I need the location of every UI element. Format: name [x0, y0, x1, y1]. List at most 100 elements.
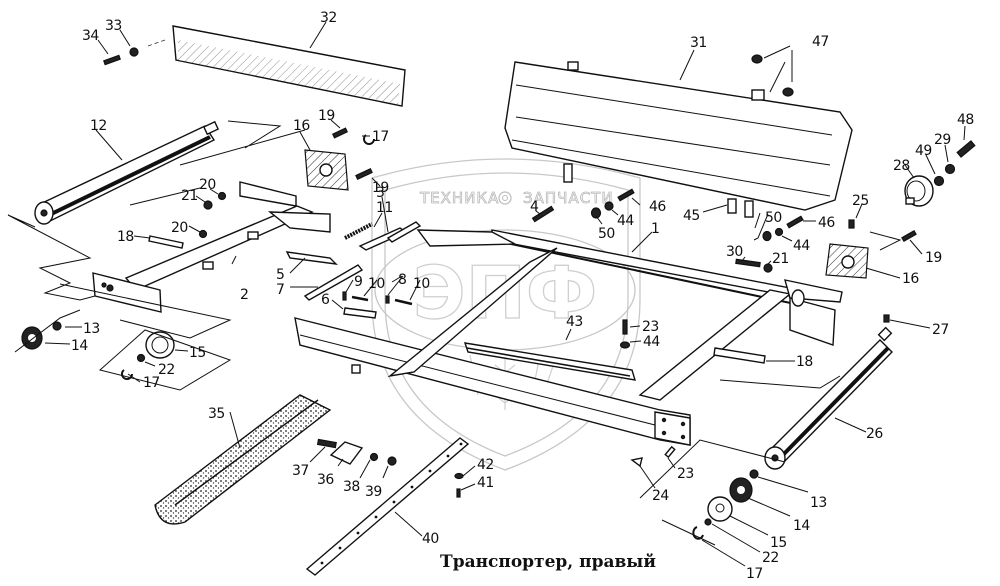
part-23-bolt: [622, 319, 628, 335]
part-18-pin: [148, 235, 184, 249]
watermark-left-text: ТЕХНИКА: [419, 189, 499, 207]
part-10-pin: [351, 295, 369, 302]
part-13-washer: [749, 469, 759, 479]
callout-14: 14: [71, 338, 88, 354]
part-14-bearing: [21, 326, 43, 350]
callout-50: 50: [598, 226, 615, 242]
part-49-washer: [933, 175, 945, 187]
diagram-title: Транспортер, правый: [440, 552, 656, 572]
callout-18: 18: [796, 354, 813, 370]
callout-45: 45: [683, 208, 700, 224]
part-24-wing-nut: [630, 457, 643, 468]
part-tensioner-bracket: [784, 279, 843, 346]
part-46-bolt: [786, 215, 804, 229]
callout-10: 10: [368, 276, 385, 292]
callout-15: 15: [770, 535, 787, 551]
part-44-nut: [774, 227, 784, 237]
callout-12: 12: [90, 118, 107, 134]
callout-40: 40: [422, 531, 439, 547]
assembly-lines: [7, 120, 902, 546]
part-21-nut: [203, 200, 213, 210]
callout-42: 42: [477, 457, 494, 473]
callout-47: 47: [812, 34, 829, 50]
part-30-bolt: [735, 258, 761, 268]
gear-icon: [498, 191, 512, 205]
part-18-pin: [713, 347, 766, 364]
callout-36: 36: [317, 472, 334, 488]
callout-10: 10: [413, 276, 430, 292]
callout-18: 18: [117, 229, 134, 245]
callout-5: 5: [276, 267, 284, 283]
callout-44: 44: [617, 213, 634, 229]
part-15-flange: [145, 331, 175, 359]
part-41-screw: [456, 488, 461, 498]
callout-15: 15: [189, 345, 206, 361]
callout-46: 46: [649, 199, 666, 215]
callout-37: 37: [292, 463, 309, 479]
part-28-bearing: [904, 175, 934, 207]
callout-23: 23: [677, 466, 694, 482]
part-1-frame: [294, 229, 801, 446]
callout-8: 8: [398, 272, 406, 288]
part-29-washer: [944, 163, 956, 175]
callout-1: 1: [651, 221, 659, 237]
part-6-plate: [343, 307, 377, 319]
part-46-bolt: [617, 188, 635, 202]
part-11-spring: [344, 222, 373, 240]
part-34-bolt: [103, 54, 121, 66]
part-19-bolt: [332, 127, 348, 139]
part-17-circlip: [692, 526, 704, 540]
part-50-washer: [590, 207, 602, 219]
callout-9: 9: [354, 274, 362, 290]
callout-29: 29: [934, 132, 951, 148]
callout-21: 21: [772, 251, 789, 267]
callout-44: 44: [793, 238, 810, 254]
part-48-bolt: [956, 140, 976, 158]
callout-labels: 34 33 32 31 47 12 16 19 17 19 20 21 20 1…: [71, 10, 974, 582]
part-7-link: [303, 264, 364, 301]
callout-24: 24: [652, 488, 669, 504]
callout-19: 19: [318, 108, 335, 124]
part-12-roller: [34, 120, 220, 225]
part-25-grease-nipple: [848, 219, 855, 229]
part-36-clamp: [329, 441, 364, 465]
part-44-nut: [604, 201, 614, 211]
leader-lines: [44, 21, 966, 567]
callout-48: 48: [957, 112, 974, 128]
part-38-washer: [369, 452, 379, 462]
callout-44: 44: [643, 334, 660, 350]
part-31-side-panel: [504, 61, 853, 211]
callout-41: 41: [477, 475, 494, 491]
callout-19: 19: [372, 180, 389, 196]
callout-13: 13: [83, 321, 100, 337]
callout-46: 46: [818, 215, 835, 231]
part-27-key: [883, 314, 890, 323]
part-8-screw: [385, 295, 390, 304]
part-9-screw: [342, 291, 347, 301]
part-20-washer: [217, 191, 227, 201]
part-15-flange: [707, 496, 733, 522]
callout-14: 14: [793, 518, 810, 534]
part-50-washer: [762, 230, 772, 242]
callout-20: 20: [199, 177, 216, 193]
callout-50: 50: [765, 210, 782, 226]
callout-11: 11: [376, 200, 393, 216]
callout-32: 32: [320, 10, 337, 26]
callout-17: 17: [143, 375, 160, 391]
part-43-guide-rail: [463, 342, 636, 381]
part-14-bearing: [729, 477, 753, 503]
callout-2: 2: [240, 287, 248, 303]
callout-19: 19: [925, 250, 942, 266]
part-2-cross-member: [92, 181, 331, 313]
part-16-bearing-housing-left: [304, 149, 349, 191]
callout-34: 34: [82, 28, 99, 44]
callout-17: 17: [372, 129, 389, 145]
callout-35: 35: [208, 406, 225, 422]
part-26-roller: [764, 326, 893, 470]
part-3-bracket: [358, 221, 422, 251]
callout-27: 27: [932, 322, 949, 338]
part-33-nut: [129, 47, 139, 57]
part-13-washer: [52, 321, 62, 331]
part-22-washer: [136, 353, 146, 363]
